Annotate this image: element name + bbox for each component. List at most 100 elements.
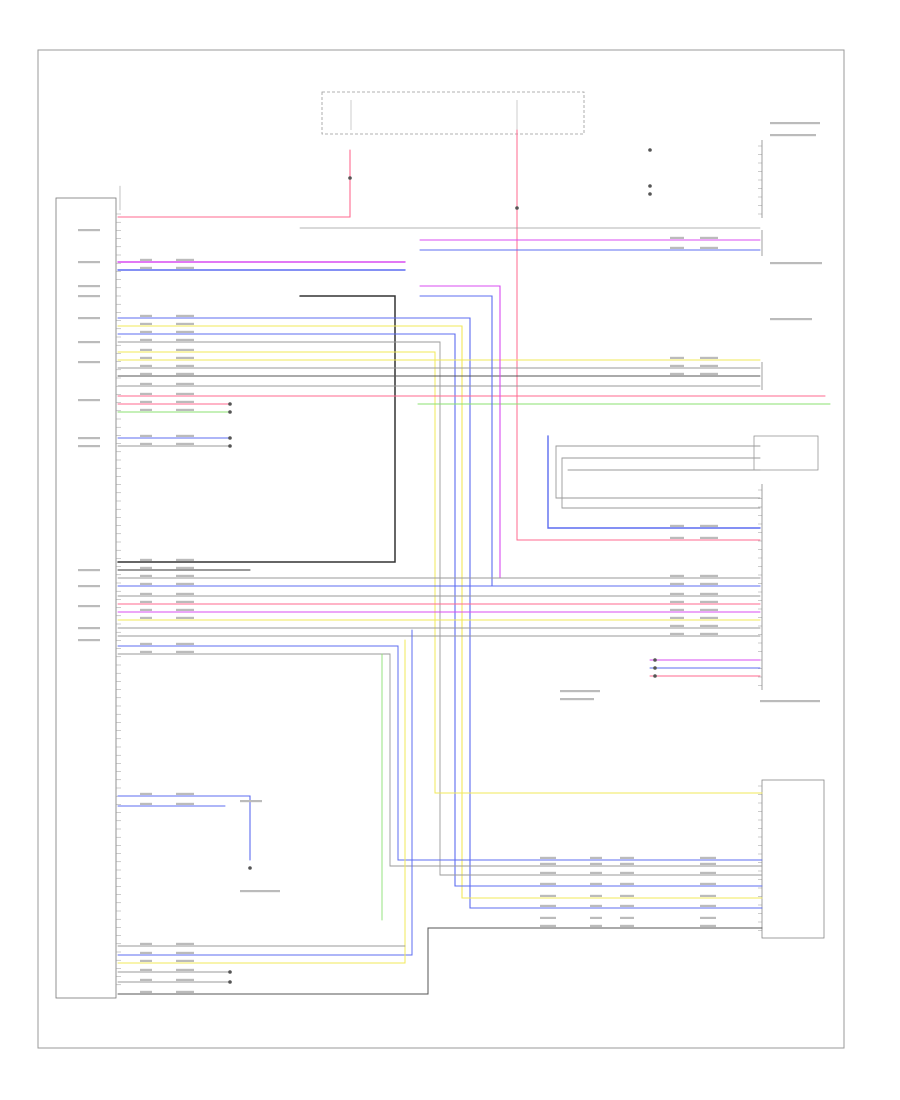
connector-dot	[648, 192, 652, 196]
label-bar	[140, 566, 152, 569]
label-bar	[590, 916, 602, 919]
label-bar	[78, 569, 100, 572]
label-bar	[620, 924, 634, 927]
connector-dots	[228, 148, 657, 984]
label-bar	[240, 890, 280, 893]
label-bar	[176, 382, 194, 385]
label-bar	[670, 624, 684, 627]
label-bar	[140, 600, 152, 603]
connector-dot	[228, 980, 232, 984]
label-bar	[540, 882, 556, 885]
label-bar	[176, 951, 194, 954]
label-bar	[620, 882, 634, 885]
drop-gray-1	[117, 653, 763, 867]
label-bar	[176, 364, 194, 367]
label-bar	[590, 871, 602, 874]
label-bar	[760, 700, 820, 703]
connector-dot	[653, 658, 657, 662]
label-bar	[670, 536, 684, 539]
label-bar	[176, 608, 194, 611]
label-bar	[670, 632, 684, 635]
lower-left-blue-1	[117, 795, 251, 861]
label-bar	[78, 285, 100, 288]
label-bar	[770, 134, 816, 137]
label-bar	[670, 524, 684, 527]
label-bar	[700, 924, 716, 927]
label-bar	[590, 924, 602, 927]
label-bar	[670, 600, 684, 603]
label-bar	[176, 266, 194, 269]
label-bar	[176, 558, 194, 561]
label-bar	[78, 317, 100, 320]
label-bar	[620, 904, 634, 907]
label-bar	[620, 894, 634, 897]
label-bar	[176, 942, 194, 945]
label-bar	[700, 236, 718, 239]
label-bar	[140, 364, 152, 367]
label-bar	[176, 990, 194, 993]
label-bar	[176, 348, 194, 351]
gray-loop-5	[561, 457, 761, 509]
label-bar	[140, 592, 152, 595]
label-bar	[176, 338, 194, 341]
label-bar	[78, 437, 100, 440]
label-bar	[176, 258, 194, 261]
label-bar	[176, 314, 194, 317]
label-bar	[176, 372, 194, 375]
power-wire-right	[516, 129, 761, 541]
label-bar	[140, 959, 152, 962]
label-bar	[140, 968, 152, 971]
label-bar	[700, 616, 718, 619]
label-bar	[78, 627, 100, 630]
label-bar	[140, 951, 152, 954]
label-bar	[540, 894, 556, 897]
label-bar	[176, 968, 194, 971]
label-bar	[700, 862, 716, 865]
label-bar	[670, 592, 684, 595]
label-bar	[140, 392, 152, 395]
label-bar	[700, 916, 716, 919]
label-bar	[700, 524, 718, 527]
label-bar	[700, 582, 718, 585]
label-bar	[670, 608, 684, 611]
label-bar	[176, 566, 194, 569]
label-bar	[78, 229, 100, 232]
label-bar	[140, 258, 152, 261]
label-bar	[140, 434, 152, 437]
label-bar	[176, 642, 194, 645]
label-bar	[140, 574, 152, 577]
can-high-down	[419, 285, 761, 579]
label-bar	[700, 574, 718, 577]
label-bar	[78, 261, 100, 264]
label-bar	[770, 318, 812, 321]
label-bar	[78, 639, 100, 642]
signal-wire-gray-1	[117, 341, 763, 876]
can-loop-wire	[547, 435, 761, 529]
label-bar	[176, 802, 194, 805]
label-bar	[700, 356, 718, 359]
connector-dot	[228, 410, 232, 414]
ground-wire	[117, 295, 396, 563]
label-bar	[140, 330, 152, 333]
signal-wire-blue-1	[117, 317, 763, 909]
label-bar	[78, 341, 100, 344]
label-bars	[78, 122, 822, 993]
label-bar	[78, 399, 100, 402]
label-bar	[140, 642, 152, 645]
label-bar	[176, 978, 194, 981]
label-bar	[770, 122, 820, 125]
label-bar	[140, 990, 152, 993]
connector-dot	[648, 148, 652, 152]
label-bar	[700, 904, 716, 907]
label-bar	[176, 792, 194, 795]
label-bar	[140, 314, 152, 317]
label-bar	[540, 916, 556, 919]
connector-dot	[228, 444, 232, 448]
drop-yellow-1	[117, 639, 406, 964]
label-bar	[140, 942, 152, 945]
label-bar	[140, 338, 152, 341]
label-bar	[140, 792, 152, 795]
label-bar	[140, 400, 152, 403]
label-bar	[140, 558, 152, 561]
